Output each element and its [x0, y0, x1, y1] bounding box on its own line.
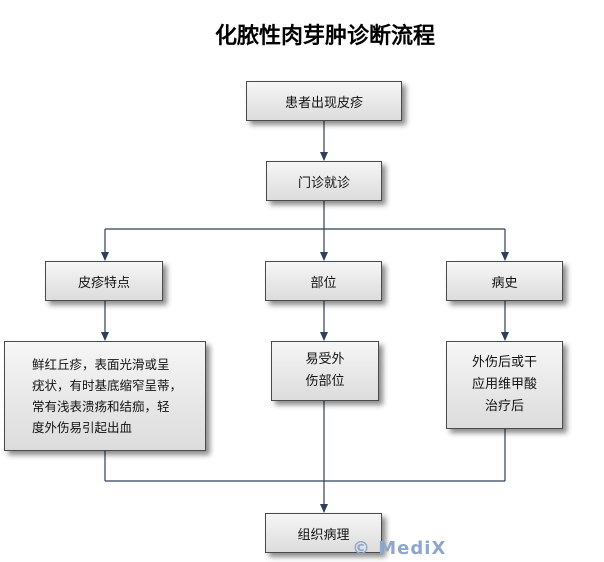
node-onset-label: 患者出现皮疹: [284, 95, 363, 111]
node-history-detail: 外伤后或干 应用维甲酸 治疗后: [446, 341, 563, 429]
node-history-label: 病史: [491, 275, 518, 291]
node-history: 病史: [446, 261, 563, 301]
node-features-detail: 鲜红丘疹，表面光滑或呈 疣状，有时基底缩窄呈蒂， 常有浅表溃疡和结痂，轻 度外伤…: [4, 341, 206, 451]
node-history-detail-label: 外伤后或干 应用维甲酸 治疗后: [471, 355, 537, 414]
node-site-detail-label: 易受外 伤部位: [305, 352, 345, 389]
node-site-detail: 易受外 伤部位: [271, 341, 379, 401]
node-pathology-label: 组织病理: [297, 527, 350, 543]
node-features-detail-label: 鲜红丘疹，表面光滑或呈 疣状，有时基底缩窄呈蒂， 常有浅表溃疡和结痂，轻 度外伤…: [32, 357, 183, 435]
node-site: 部位: [265, 261, 382, 301]
node-features-label: 皮疹特点: [77, 275, 130, 291]
node-clinic: 门诊就诊: [266, 161, 382, 201]
node-onset: 患者出现皮疹: [246, 81, 402, 121]
diagram-title: 化脓性肉芽肿诊断流程: [214, 23, 435, 49]
node-site-label: 部位: [310, 275, 337, 291]
node-pathology: 组织病理: [265, 513, 382, 553]
watermark: © MediX: [352, 538, 447, 559]
node-clinic-label: 门诊就诊: [297, 175, 350, 191]
node-features: 皮疹特点: [45, 261, 163, 301]
